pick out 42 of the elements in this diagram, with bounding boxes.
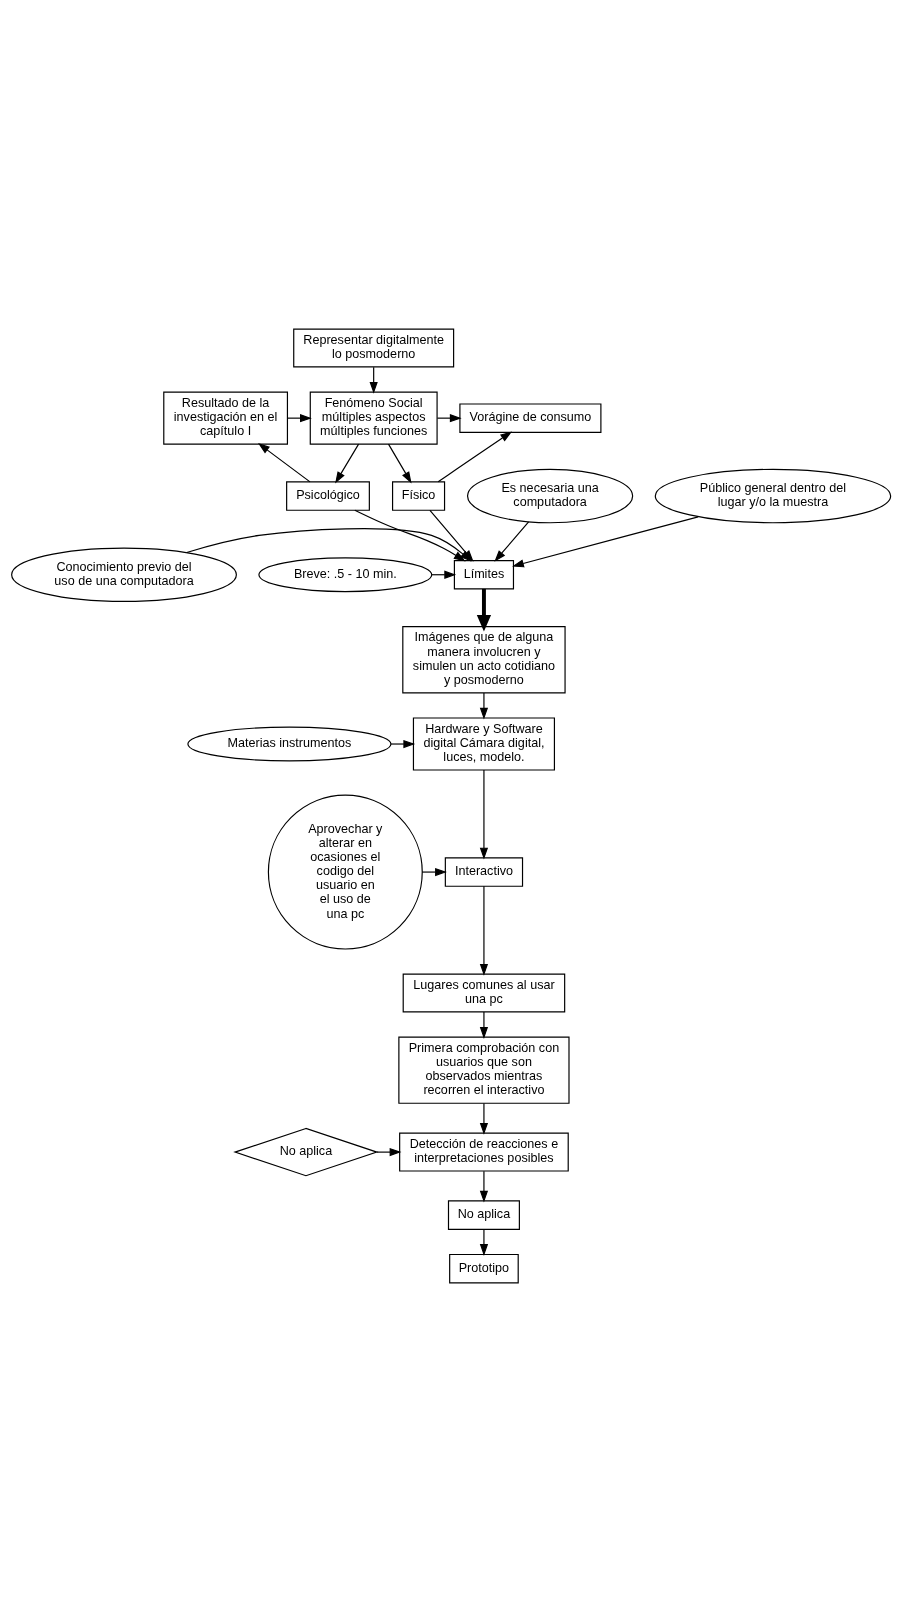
node-box: Límites xyxy=(453,559,515,590)
arrow xyxy=(479,885,489,976)
arrow xyxy=(479,1228,489,1256)
arrow xyxy=(479,1170,489,1203)
node-box: Hardware y Software digital Cámara digital, luces, modelo. xyxy=(412,717,555,771)
node-box: Prototipo xyxy=(449,1253,519,1284)
arrow xyxy=(476,588,492,632)
node-box: Físico xyxy=(392,481,446,511)
arrow xyxy=(437,431,513,483)
arrow xyxy=(479,1011,489,1039)
arrow xyxy=(494,521,530,562)
arrow xyxy=(436,414,462,423)
arrow xyxy=(376,1147,402,1157)
node-box: Psicológico xyxy=(286,481,370,511)
arrow xyxy=(354,509,466,562)
node-box: Interactivo xyxy=(444,857,524,887)
arrow xyxy=(479,1102,489,1135)
arrow xyxy=(512,516,699,568)
node-box: Vorágine de consumo xyxy=(459,403,602,433)
arrow xyxy=(479,692,489,720)
node-ellipse: Conocimiento previo del uso de una computadora xyxy=(11,547,237,602)
node-ellipse: Es necesaria una computadora xyxy=(466,468,634,524)
arrow xyxy=(387,443,412,484)
node-diamond: No aplica xyxy=(233,1127,379,1177)
node-box: Resultado de la investigación en el capítulo I xyxy=(163,391,289,445)
node-box: Representar digitalmente lo posmoderno xyxy=(293,328,455,368)
arrow xyxy=(479,769,489,860)
arrow xyxy=(286,414,312,423)
node-box: Fenómeno Social múltiples aspectos múltiples funciones xyxy=(309,391,438,445)
node-box: Detección de reacciones e interpretaciones posibles xyxy=(399,1132,569,1172)
node-box: Imágenes que de alguna manera involucren y simulen un acto cotidiano y posmoderno xyxy=(402,626,566,694)
node-ellipse: Breve: .5 - 10 min. xyxy=(258,557,433,593)
node-box: Primera comprobación con usuarios que son observados mientras recorren el interactivo xyxy=(398,1036,570,1104)
arrow xyxy=(335,443,360,484)
node-ellipse: Público general dentro del lugar y/o la muestra xyxy=(654,468,892,524)
node-box: Lugares comunes al usar una pc xyxy=(402,973,566,1013)
arrow xyxy=(257,443,311,483)
node-ellipse: Materias instrumentos xyxy=(187,726,392,762)
arrow xyxy=(390,739,416,749)
node-circle: Aprovechar y alterar en ocasiones el codigo del usuario en el uso de una pc xyxy=(267,794,423,950)
arrow xyxy=(421,867,447,877)
node-box: No aplica xyxy=(447,1200,520,1230)
